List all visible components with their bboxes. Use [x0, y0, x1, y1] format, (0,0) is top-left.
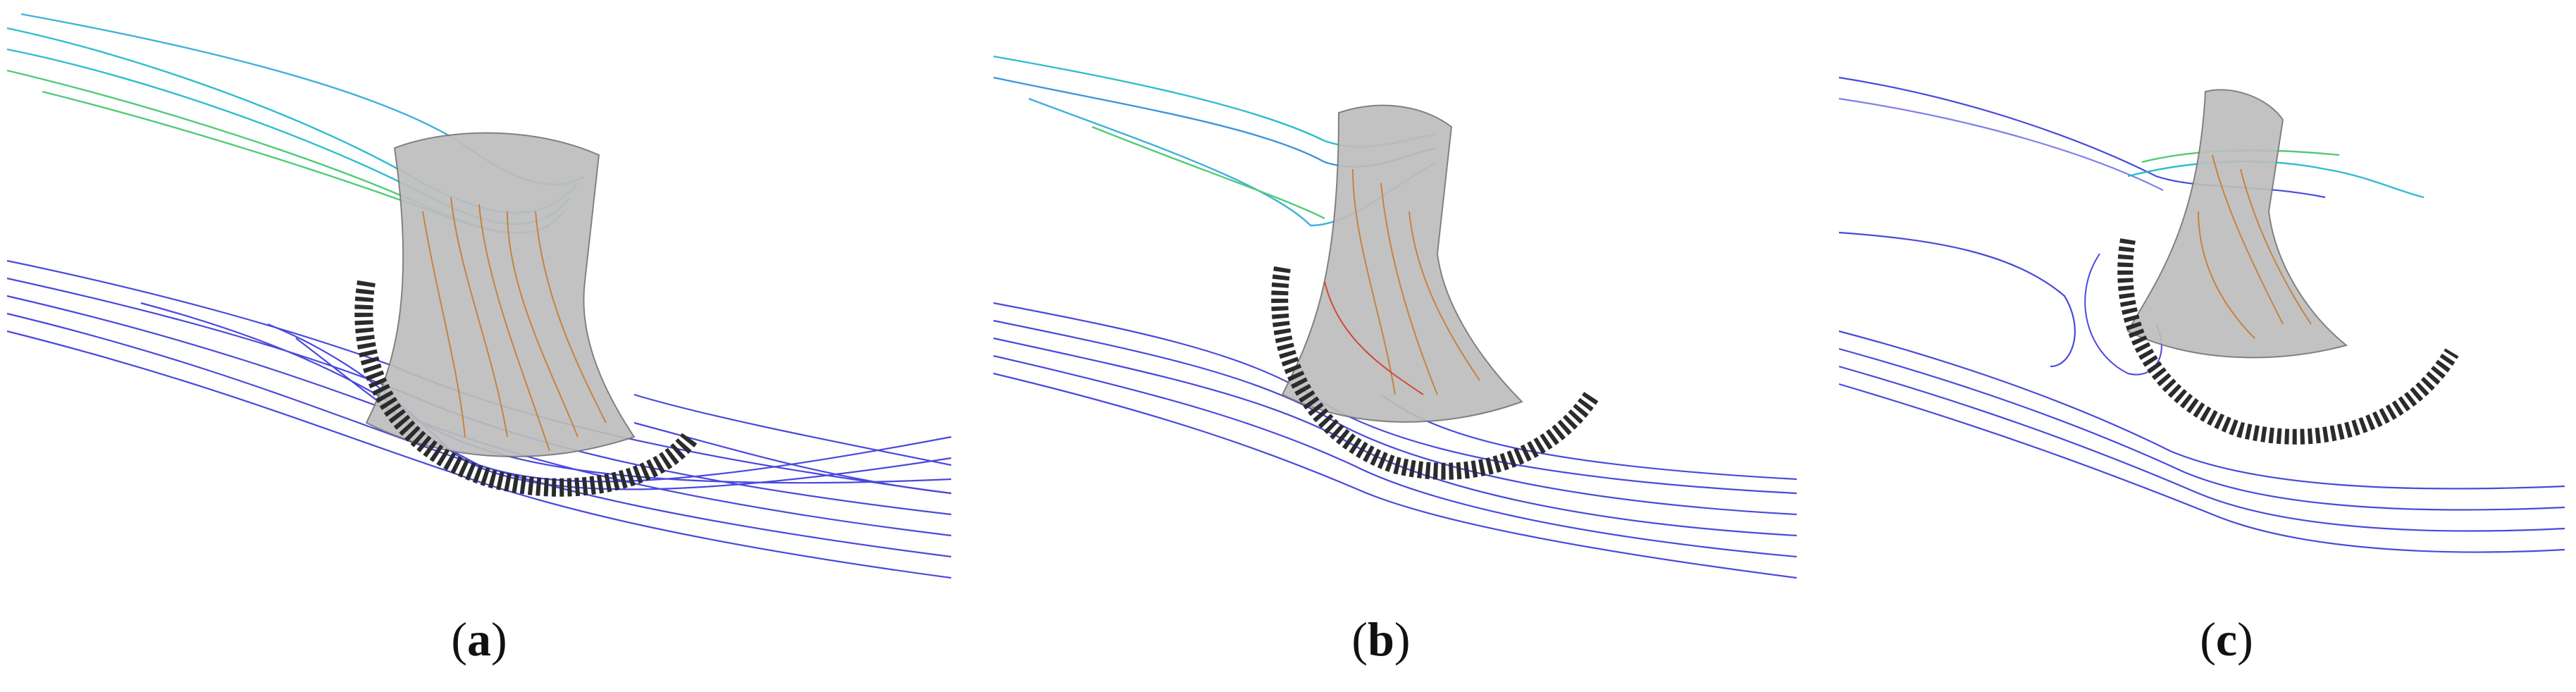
cylinder-surface-a — [365, 132, 636, 457]
caption-b: (b) — [1351, 612, 1411, 666]
panel-c — [1832, 0, 2572, 606]
core-streamlines-a — [422, 197, 607, 452]
core-streamlines-b — [1324, 168, 1480, 395]
core-streamlines-c — [2198, 154, 2312, 339]
cylinder-surface-c — [2126, 89, 2348, 359]
streamline-render-b — [993, 55, 1797, 579]
caption-a: (a) — [451, 612, 507, 666]
panel-b — [986, 0, 1804, 606]
ring-b — [1271, 266, 1600, 480]
panel-a — [0, 0, 958, 606]
caption-c: (c) — [2200, 612, 2253, 666]
ring-c — [2117, 238, 2459, 445]
ring-a — [354, 280, 698, 497]
streamline-render-c — [1838, 76, 2565, 553]
cylinder-surface-b — [1281, 104, 1523, 423]
streamline-render-a — [6, 13, 952, 579]
